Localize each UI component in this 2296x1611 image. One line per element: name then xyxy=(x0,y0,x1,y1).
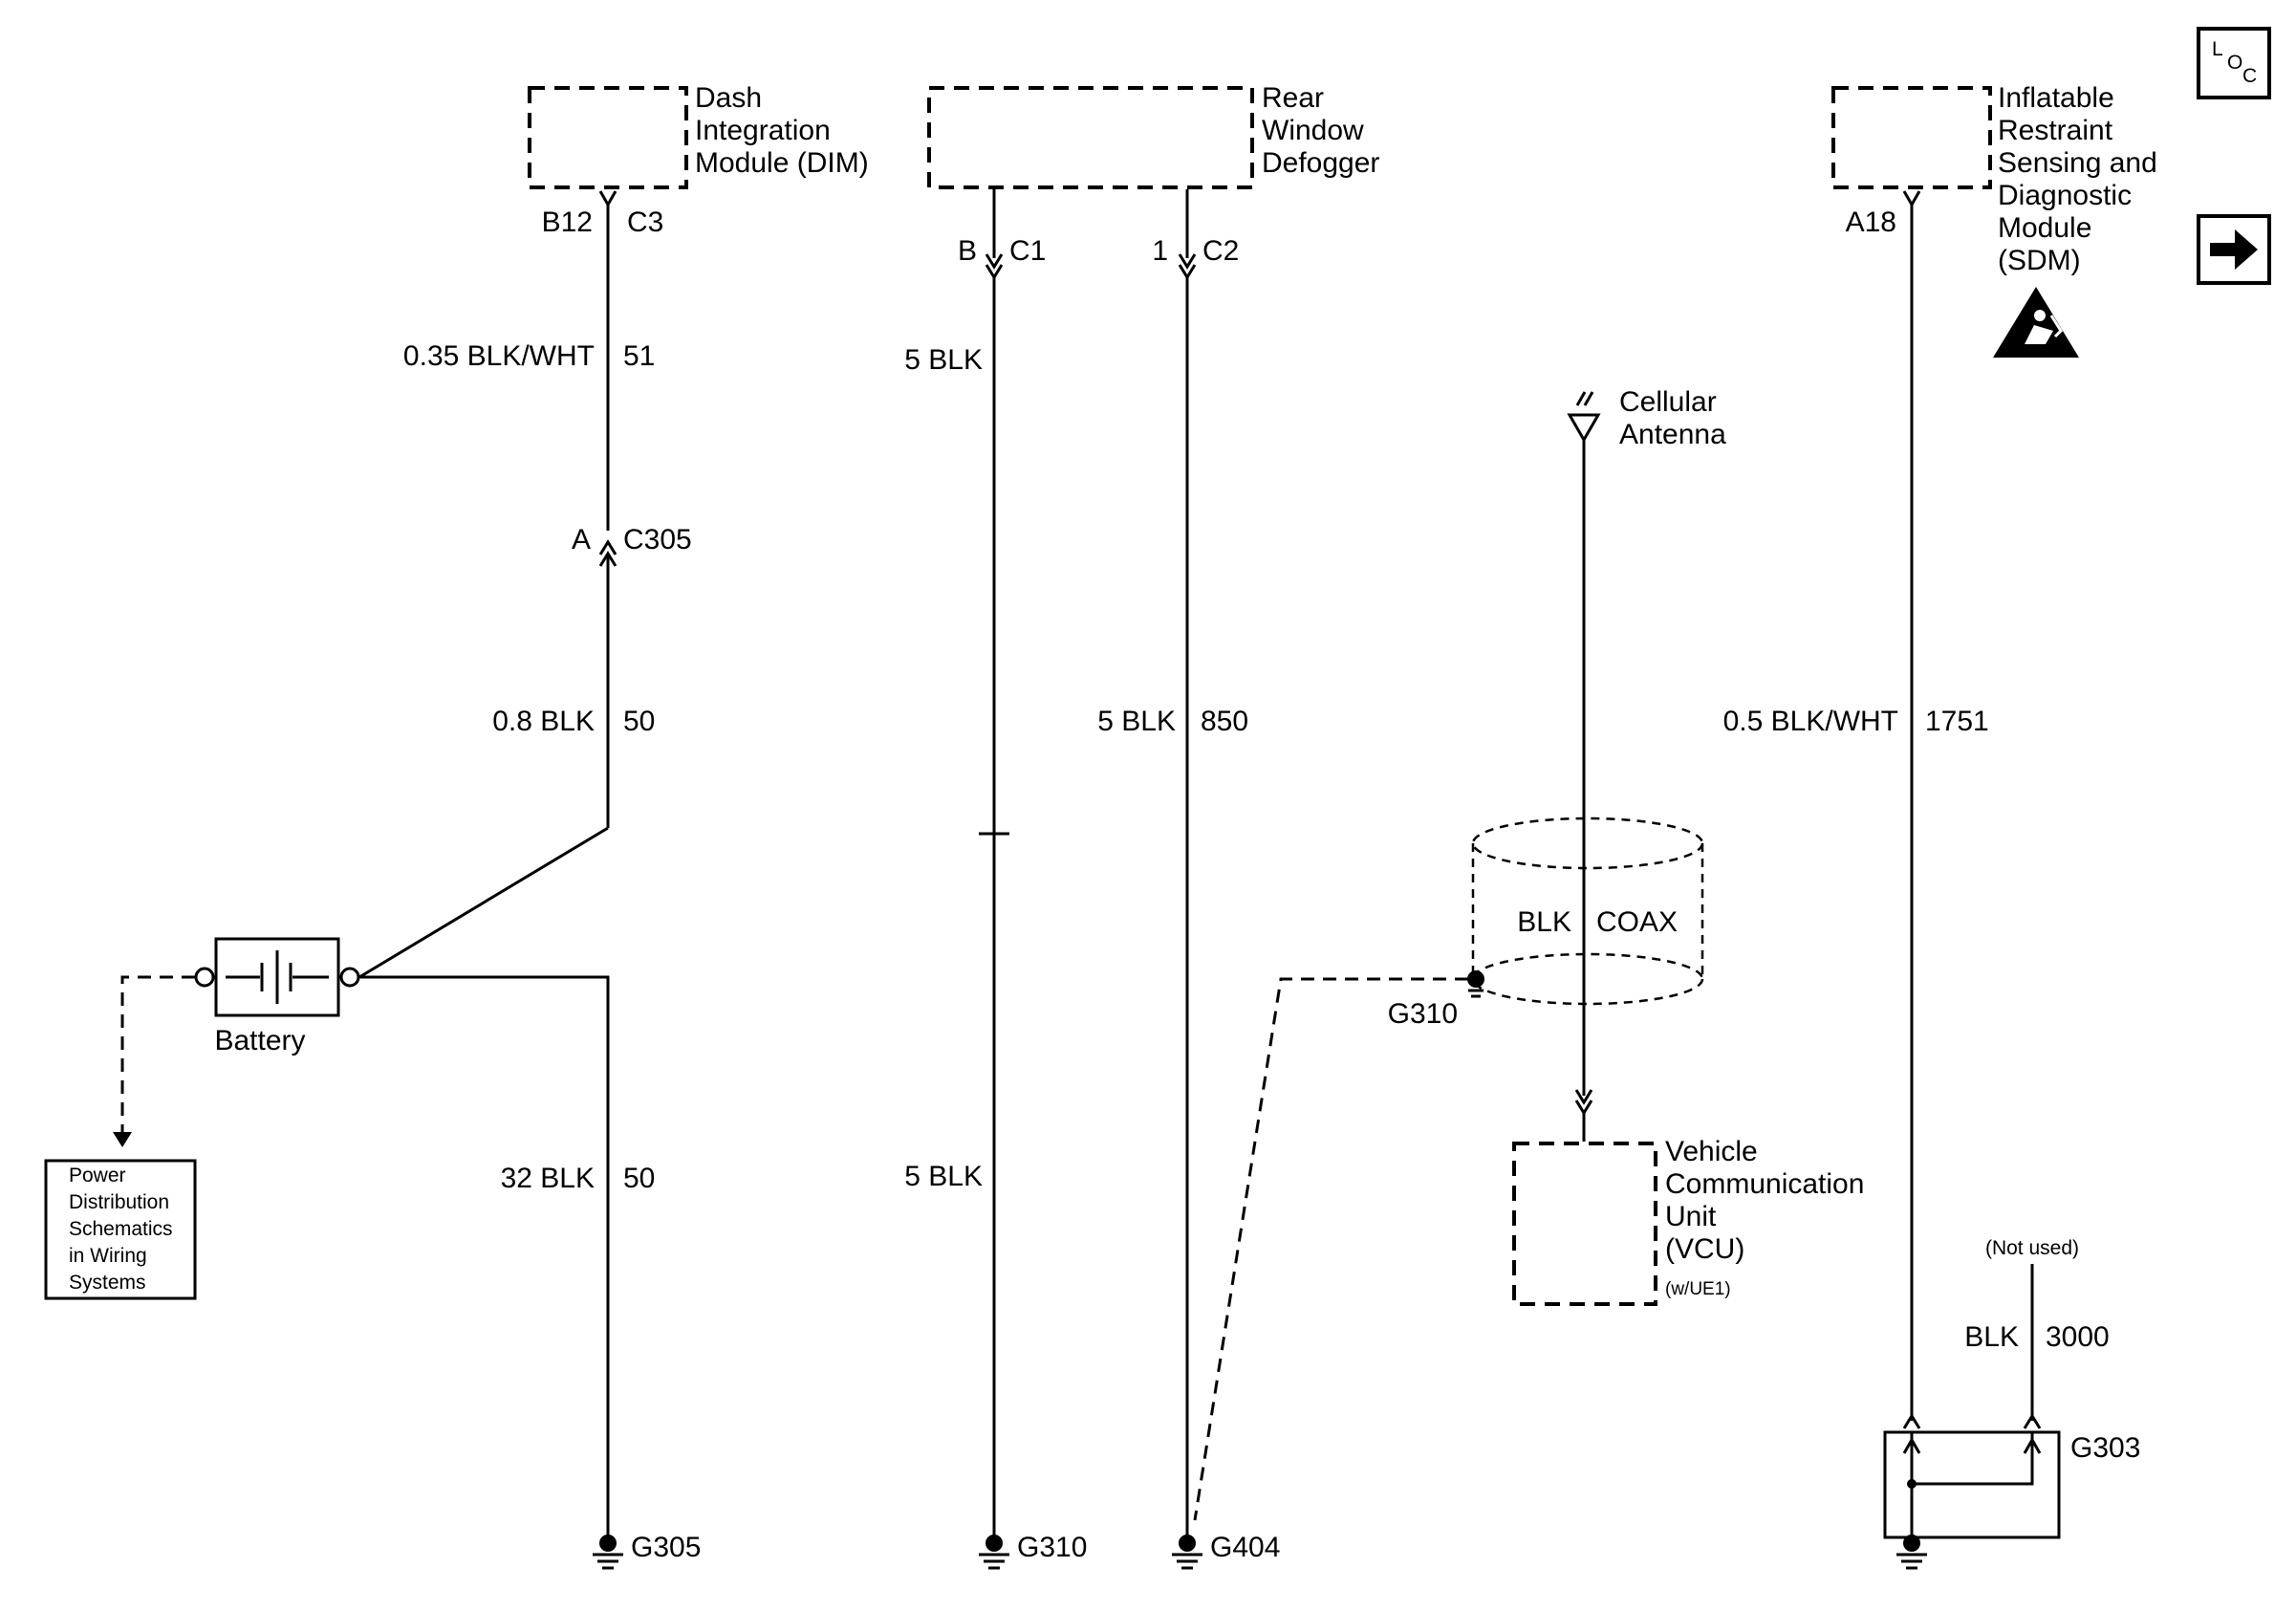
ground-g305: G305 xyxy=(593,1532,701,1570)
wire-circuit-c2: 850 xyxy=(1201,706,1248,737)
shield-ground-point xyxy=(1467,970,1484,988)
loc-letter-c: C xyxy=(2242,65,2257,87)
battery-ground-circuit: 32 BLK 50 xyxy=(359,975,655,1535)
ground-label-g305: G305 xyxy=(631,1532,701,1563)
dim-connector-label: C3 xyxy=(627,207,663,238)
coax-type-label: COAX xyxy=(1596,906,1678,938)
defogger-c2-circuit: 1 C2 5 BLK 850 xyxy=(1097,189,1248,1535)
defogger-label-line1: Rear xyxy=(1262,82,1324,114)
wire-spec-dim-lower: 0.8 BLK xyxy=(492,706,595,737)
ground-g310-defogger: G310 xyxy=(979,1532,1087,1570)
coax-shield: BLK COAX G310 xyxy=(1388,816,1704,1030)
loc-letter-o: O xyxy=(2227,52,2242,74)
sdm-label-line1: Inflatable xyxy=(1998,82,2114,114)
battery-label: Battery xyxy=(214,1025,305,1056)
c2-connector-label: C2 xyxy=(1202,235,1239,267)
defogger-label-line2: Window xyxy=(1262,115,1364,146)
vcu-label-line4: (VCU) xyxy=(1665,1233,1744,1265)
dim-pin-label: B12 xyxy=(542,207,593,238)
wire-circuit-battery-ground: 50 xyxy=(623,1163,655,1194)
sdm-label-line4: Diagnostic xyxy=(1998,180,2132,211)
wire-circuit-dim-upper: 51 xyxy=(623,340,655,372)
wire-spec-not-used: BLK xyxy=(1964,1321,2019,1353)
wire-spec-c2: 5 BLK xyxy=(1097,706,1176,737)
antenna-label-line2: Antenna xyxy=(1619,419,1726,450)
power-distribution-box[interactable] xyxy=(44,1159,197,1300)
c1-pin-label: B xyxy=(958,235,977,267)
vcu-label-line1: Vehicle xyxy=(1665,1136,1758,1167)
antenna-icon xyxy=(1567,391,1601,444)
power-dist-line1: Power xyxy=(69,1165,126,1186)
not-used-note: (Not used) xyxy=(1985,1237,2079,1259)
battery-terminal-neg xyxy=(194,967,215,988)
ground-label-g303: G303 xyxy=(2070,1432,2140,1464)
dim-label-line1: Dash xyxy=(695,82,762,114)
ground-g303: G303 xyxy=(1883,1430,2140,1570)
dim-label-line2: Integration xyxy=(695,115,831,146)
sdm-circuit: 0.5 BLK/WHT 1751 xyxy=(1723,190,1989,1429)
ground-label-g404: G404 xyxy=(1210,1532,1280,1563)
power-dist-line2: Distribution xyxy=(69,1191,169,1213)
power-dist-line5: Systems xyxy=(69,1272,146,1294)
arrow-right-icon[interactable] xyxy=(2197,214,2271,285)
wire-spec-sdm: 0.5 BLK/WHT xyxy=(1723,706,1898,737)
coax-color-label: BLK xyxy=(1517,906,1571,938)
ground-g404: G404 xyxy=(1172,1532,1280,1570)
power-dist-line3: Schematics xyxy=(69,1218,173,1240)
arrow-down-icon xyxy=(113,1132,132,1147)
battery-terminal-pos xyxy=(339,967,360,988)
cellular-antenna: Cellular Antenna xyxy=(1567,386,1726,450)
defogger-c1-circuit: B C1 5 BLK 5 BLK xyxy=(904,189,1046,1535)
vcu-label-line2: Communication xyxy=(1665,1168,1864,1200)
power-distribution-reference: Power Distribution Schematics in Wiring … xyxy=(44,975,197,1300)
ground-label-g310: G310 xyxy=(1017,1532,1087,1563)
defogger-module: Rear Window Defogger xyxy=(927,82,1379,189)
sdm-pin-label: A18 xyxy=(1846,207,1896,238)
wire-spec-c1-upper: 5 BLK xyxy=(904,344,983,376)
wire-spec-c1-lower: 5 BLK xyxy=(904,1161,983,1192)
vcu-module: Vehicle Communication Unit (VCU) (w/UE1) xyxy=(1512,1089,1864,1306)
shield-ground-label: G310 xyxy=(1388,998,1458,1030)
defogger-label-line3: Defogger xyxy=(1262,147,1379,179)
sdm-label-line5: Module xyxy=(1998,212,2091,244)
dim-circuit: 0.35 BLK/WHT 51 A C305 0.8 BLK 50 xyxy=(358,190,692,979)
coax-shield-ground-link xyxy=(1193,977,1468,1521)
dim-label-line3: Module (DIM) xyxy=(695,147,869,179)
c305-connector-label: C305 xyxy=(623,524,692,555)
sdm-module: Inflatable Restraint Sensing and Diagnos… xyxy=(1831,82,2157,358)
sdm-label-line6: (SDM) xyxy=(1998,245,2081,276)
airbag-warning-icon xyxy=(1993,287,2079,358)
sdm-label-line3: Sensing and xyxy=(1998,147,2157,179)
c2-pin-label: 1 xyxy=(1152,235,1168,267)
c1-connector-label: C1 xyxy=(1009,235,1046,267)
wire-circuit-dim-lower: 50 xyxy=(623,706,655,737)
vcu-label-line3: Unit xyxy=(1665,1201,1717,1232)
power-dist-line4: in Wiring xyxy=(69,1245,147,1267)
not-used-circuit: (Not used) BLK 3000 xyxy=(1964,1237,2110,1429)
location-icon[interactable]: L O C xyxy=(2197,27,2271,99)
c305-pin-label: A xyxy=(572,524,591,555)
wire-spec-battery-ground: 32 BLK xyxy=(501,1163,595,1194)
wire-circuit-not-used: 3000 xyxy=(2046,1321,2110,1353)
battery: Battery xyxy=(194,937,360,1056)
loc-letter-l: L xyxy=(2212,38,2223,60)
dim-module: Dash Integration Module (DIM) B12 C3 xyxy=(528,82,869,238)
sdm-label-line2: Restraint xyxy=(1998,115,2113,146)
wire-circuit-sdm: 1751 xyxy=(1925,706,1989,737)
vcu-note: (w/UE1) xyxy=(1665,1279,1731,1299)
wire-spec-dim-upper: 0.35 BLK/WHT xyxy=(403,340,595,372)
antenna-label-line1: Cellular xyxy=(1619,386,1717,418)
